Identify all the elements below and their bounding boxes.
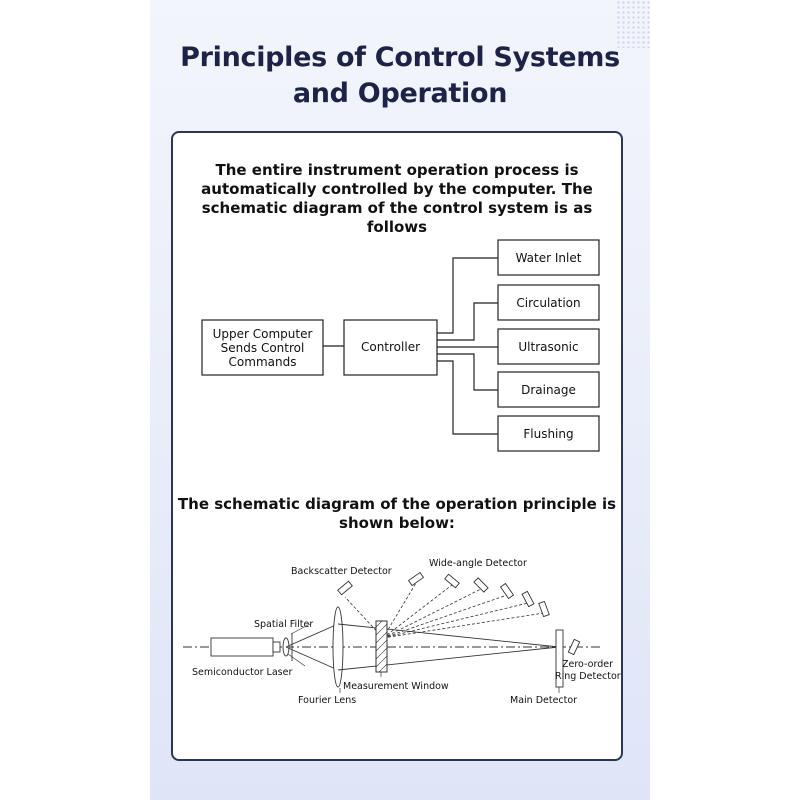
output-box-circulation: Circulation bbox=[497, 284, 600, 321]
connector-line bbox=[437, 302, 498, 341]
wide-angle-detector-shape bbox=[473, 577, 489, 593]
output-label: Ultrasonic bbox=[518, 340, 578, 354]
output-label: Flushing bbox=[523, 427, 573, 441]
page-panel: Principles of Control Systems and Operat… bbox=[150, 0, 650, 800]
fourier-lens-label: Fourier Lens bbox=[298, 695, 356, 706]
wide-angle-detector-shape bbox=[538, 600, 550, 618]
operation-principle-diagram bbox=[183, 571, 603, 693]
zero-order-detector-label: Ring Detector bbox=[555, 671, 621, 682]
upper-computer-label: Upper Computer bbox=[213, 327, 313, 341]
wide-angle-detector-label: Wide-angle Detector bbox=[429, 558, 527, 569]
laser-aperture-shape bbox=[272, 641, 281, 653]
upper-computer-box: Upper Computer Sends Control Commands bbox=[201, 319, 324, 376]
wide-angle-detector-shape bbox=[444, 573, 460, 589]
beam-ray bbox=[285, 646, 339, 671]
output-box-drainage: Drainage bbox=[497, 371, 600, 408]
wide-angle-detector-shape bbox=[407, 571, 425, 587]
beam-ray bbox=[285, 623, 339, 648]
zero-order-ring-detector-shape bbox=[567, 638, 581, 656]
content-card: The entire instrument operation process … bbox=[171, 131, 623, 761]
wide-angle-detector-shape bbox=[521, 590, 535, 608]
scatter-rays bbox=[344, 582, 545, 639]
wide-angle-detector-shape bbox=[499, 582, 515, 600]
upper-computer-label: Sends Control bbox=[221, 341, 305, 355]
control-intro-line: automatically controlled by the computer… bbox=[201, 180, 593, 198]
output-label: Drainage bbox=[521, 383, 576, 397]
operation-intro-line: The schematic diagram of the operation p… bbox=[177, 495, 617, 513]
title-line-1: Principles of Control Systems bbox=[180, 42, 620, 73]
beam-ray bbox=[337, 623, 560, 648]
zero-order-detector-label: Zero-order bbox=[562, 659, 613, 670]
connector-line bbox=[437, 353, 498, 391]
control-intro-text: The entire instrument operation process … bbox=[173, 161, 621, 237]
upper-computer-label: Commands bbox=[229, 355, 297, 369]
controller-box: Controller bbox=[343, 319, 438, 376]
control-system-diagram bbox=[323, 257, 498, 435]
output-label: Circulation bbox=[516, 296, 580, 310]
output-box-water-inlet: Water Inlet bbox=[497, 239, 600, 276]
diagrams-canvas: Upper Computer Sends Control Commands Co… bbox=[183, 239, 621, 706]
beam-ray bbox=[337, 646, 560, 671]
output-box-ultrasonic: Ultrasonic bbox=[497, 328, 600, 365]
title-line-2: and Operation bbox=[292, 78, 508, 109]
connector-line bbox=[437, 257, 498, 334]
control-intro-line: schematic diagram of the control system … bbox=[201, 199, 593, 236]
decorative-dot-pattern bbox=[616, 0, 650, 48]
connector-line bbox=[437, 360, 498, 435]
measurement-window-hatch bbox=[375, 620, 388, 673]
operation-intro-line: shown below: bbox=[339, 514, 455, 532]
main-detector-label: Main Detector bbox=[510, 695, 577, 706]
page-title: Principles of Control Systems and Operat… bbox=[150, 40, 650, 112]
measurement-window-label: Measurement Window bbox=[343, 681, 449, 692]
backscatter-detector-shape bbox=[337, 580, 353, 596]
label-pointer bbox=[290, 623, 311, 635]
label-pointer bbox=[287, 653, 306, 667]
semiconductor-laser-label: Semiconductor Laser bbox=[192, 667, 292, 678]
control-intro-line: The entire instrument operation process … bbox=[215, 161, 579, 179]
fourier-lens-shape bbox=[332, 606, 344, 688]
output-box-flushing: Flushing bbox=[497, 415, 600, 452]
measurement-window-shape bbox=[375, 620, 388, 673]
spatial-filter-label: Spatial Filter bbox=[254, 619, 313, 630]
backscatter-detector-label: Backscatter Detector bbox=[291, 566, 392, 577]
main-detector-shape bbox=[555, 629, 564, 688]
controller-label: Controller bbox=[361, 340, 420, 354]
semiconductor-laser-shape bbox=[210, 637, 274, 657]
output-label: Water Inlet bbox=[516, 251, 582, 265]
operation-intro-text: The schematic diagram of the operation p… bbox=[173, 495, 621, 533]
